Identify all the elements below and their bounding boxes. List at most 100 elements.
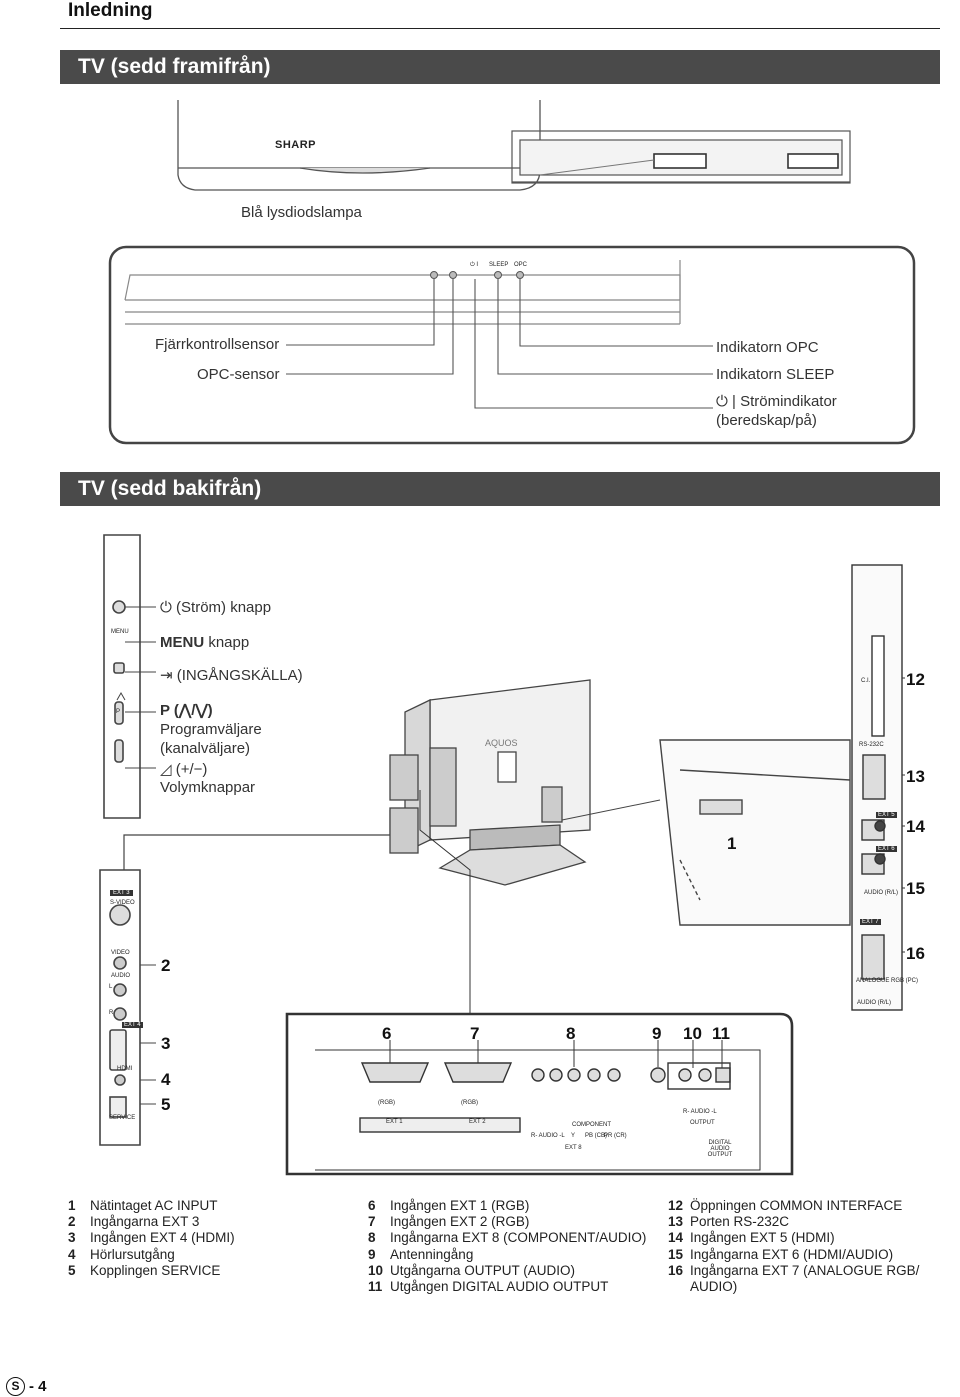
callout-14: 14 (906, 817, 925, 836)
label-opc-indicator: Indikatorn OPC (716, 339, 819, 356)
callout-4: 4 (161, 1070, 171, 1089)
legend-text: Ingångarna EXT 3 (90, 1214, 200, 1230)
label-menu-rest: knapp (204, 634, 250, 651)
legend-text: Utgångarna OUTPUT (AUDIO) (390, 1262, 576, 1278)
legend-num: 15 (668, 1246, 684, 1262)
callout-6: 6 (382, 1024, 392, 1043)
legend-item: 1 Nätintaget AC INPUT (68, 1198, 348, 1214)
panel-audio: AUDIO (111, 973, 131, 979)
legend-text: Hörlursutgång (90, 1246, 175, 1262)
legend-num: 3 (68, 1230, 76, 1246)
section-title: Inledning (68, 0, 153, 21)
front-panel-closeup (108, 245, 916, 445)
legend-num: 13 (668, 1214, 684, 1230)
legend-item: 6 Ingången EXT 1 (RGB) (368, 1198, 658, 1214)
bpanel-ext8: EXT 8 (565, 1145, 582, 1151)
legend-text: Ingången EXT 4 (HDMI) (90, 1230, 235, 1246)
legend-num: 7 (368, 1214, 376, 1230)
legend-text: Nätintaget AC INPUT (90, 1198, 218, 1213)
legend-num: 6 (368, 1198, 376, 1213)
legend-text: Utgången DIGITAL AUDIO OUTPUT (390, 1279, 609, 1295)
legend-text: Ingångarna EXT 6 (HDMI/AUDIO) (690, 1246, 894, 1262)
callout-11: 11 (712, 1024, 730, 1043)
legend-text: Porten RS-232C (690, 1214, 790, 1230)
rear-detail-closeup (561, 739, 851, 926)
panel-video: VIDEO (111, 950, 130, 956)
panel-label-sleep: SLEEP (489, 262, 509, 268)
panel-ext3: EXT 3 (110, 890, 133, 896)
rpanel-ext6: EXT 6 (876, 846, 897, 852)
callout-10: 10 (683, 1024, 702, 1043)
front-view-illustration (108, 100, 916, 445)
bpanel-rgb-1: (RGB) (378, 1100, 395, 1106)
tv-rear-body (389, 679, 591, 886)
panel-label-opc: OPC (514, 262, 528, 268)
tv-logo: AQUOS (485, 738, 518, 748)
legend-col-2: 6 Ingången EXT 1 (RGB) 7 Ingången EXT 2 (R… (368, 1198, 658, 1295)
label-power-button-text: (Ström) knapp (176, 599, 272, 616)
label-remote-sensor: Fjärrkontrollsensor (155, 336, 280, 353)
legend-text: Ingången EXT 1 (RGB) (390, 1198, 530, 1213)
header-rule (60, 28, 940, 29)
legend-text: Antenningång (390, 1246, 474, 1262)
bpanel-audio-2: R- AUDIO -L (683, 1109, 717, 1115)
bottom-connector-panel (285, 790, 794, 1176)
legend-num: 1 (68, 1198, 76, 1213)
label-vol-l2: Volymknappar (160, 779, 256, 796)
label-menu-bold: MENU (160, 634, 205, 651)
label-opc-sensor: OPC-sensor (197, 366, 280, 383)
bpanel-ext1: EXT 1 (386, 1119, 403, 1125)
legend-num: 9 (368, 1246, 376, 1262)
bpanel-output: OUTPUT (690, 1120, 715, 1126)
front-view-title: TV (sedd framifrån) (60, 50, 940, 84)
label-power-indicator: ⏻ | Strömindikator (716, 393, 837, 410)
callout-2: 2 (161, 956, 171, 975)
label-input-button: ⇥ (INGÅNGSKÄLLA) (160, 666, 303, 684)
led-label: Blå lysdiodslampa (241, 204, 362, 221)
label-power-button: ⏻ (Ström) knapp (160, 599, 271, 616)
brand-logo: SHARP (275, 139, 317, 151)
callout-9: 9 (652, 1024, 662, 1043)
legend-num: 14 (668, 1230, 684, 1246)
callout-12: 12 (906, 670, 925, 689)
input-icon: ⇥ (160, 667, 177, 684)
front-bezel-closeup (177, 100, 541, 191)
right-connector-panel (851, 564, 905, 1011)
legend-text: Ingången EXT 2 (RGB) (390, 1214, 530, 1230)
legend-num: 16 (668, 1262, 684, 1278)
side-jacks-closeup (99, 810, 391, 1146)
legend-text: Kopplingen SERVICE (90, 1262, 221, 1278)
label-input-text: (INGÅNGSKÄLLA) (176, 667, 303, 684)
legend-item: 9 Antenningång (368, 1247, 658, 1263)
panel-r: R (109, 1010, 114, 1016)
callout-13: 13 (906, 767, 925, 786)
legend-item: 3 Ingången EXT 4 (HDMI) (68, 1230, 348, 1246)
callout-1: 1 (727, 834, 737, 853)
page-footer: S - 4 (6, 1377, 47, 1396)
rpanel-ext7: EXT 7 (860, 919, 881, 925)
bpanel-rgb-2: (RGB) (461, 1100, 478, 1106)
legend-item: 7 Ingången EXT 2 (RGB) (368, 1214, 658, 1230)
legend-num: 4 (68, 1246, 76, 1262)
rpanel-audio-rl-2: AUDIO (R/L) (857, 1000, 892, 1006)
bpanel-ext2: EXT 2 (469, 1119, 486, 1125)
bpanel-y: Y (571, 1133, 576, 1139)
legend-item: 13 Porten RS-232C (668, 1214, 948, 1230)
front-tv-small (511, 130, 851, 184)
legend-text: Ingångarna EXT 7 (ANALOGUE RGB/ AUDIO) (690, 1262, 920, 1295)
callout-5: 5 (161, 1095, 171, 1114)
bpanel-digital-audio: DIGITAL AUDIO OUTPUT (707, 1140, 733, 1158)
legend-num: 2 (68, 1214, 76, 1230)
label-power-indicator-sub: (beredskap/på) (716, 412, 817, 429)
panel-svideo: S-VIDEO (110, 900, 135, 906)
back-view-title: TV (sedd bakifrån) (60, 472, 940, 506)
panel-hdmi: HDMI (117, 1066, 133, 1072)
rpanel-ext5: EXT 5 (876, 812, 897, 818)
bpanel-component: COMPONENT (572, 1122, 611, 1128)
